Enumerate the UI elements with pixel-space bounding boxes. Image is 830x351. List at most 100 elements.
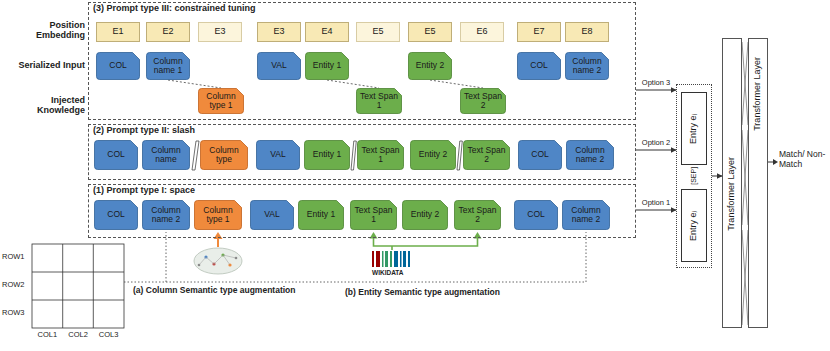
box-outline-path	[299, 201, 344, 230]
diagram-label: (b) Entity Semantic type augmentation	[345, 288, 500, 298]
entity-box: Entity 2	[408, 52, 452, 80]
position-embedding: E7	[517, 22, 561, 42]
dotted-leader	[124, 232, 586, 282]
node-text: Column name	[145, 146, 187, 165]
connector	[430, 80, 483, 88]
slash-separator	[457, 141, 462, 170]
position-embedding: E8	[565, 22, 609, 42]
node-text: COL	[109, 61, 126, 70]
box-outline-path	[515, 201, 558, 230]
node-text: Column name 1	[149, 57, 187, 76]
transformer-layer: Transformer Layer	[748, 38, 768, 328]
node-text: E5	[372, 27, 383, 37]
box-outline-path	[143, 201, 190, 230]
augment-arrow	[217, 238, 219, 247]
entity-box: Text Span 1	[350, 200, 397, 230]
wikidata-bar	[390, 251, 392, 267]
wikidata-bar	[372, 251, 374, 267]
node-text: (2) Prompt type II: slash	[93, 126, 635, 136]
box-outline-path	[95, 141, 138, 170]
diagram-label: COL3	[93, 331, 124, 340]
token-box: Column name 2	[562, 200, 610, 230]
entity-bracket	[374, 238, 478, 250]
entity-box: Entity 1	[305, 52, 349, 80]
node-text: COL	[530, 61, 547, 70]
box-outline-path	[199, 89, 244, 114]
node-text: E6	[476, 27, 487, 37]
token-box: Column name 2	[565, 52, 609, 80]
node-text: Column type 1	[197, 206, 239, 225]
box-outline-path	[95, 201, 138, 230]
connector	[327, 80, 379, 88]
box-outline-path	[357, 89, 402, 114]
wikidata-bar	[408, 251, 410, 267]
node-text: Column name 2	[568, 57, 606, 76]
node-text: COL	[107, 150, 124, 159]
position-embedding: E2	[146, 22, 190, 42]
token-box: VAL	[257, 52, 301, 80]
type-box: Column type	[200, 140, 248, 170]
box-outline-path	[358, 141, 404, 170]
entry-box: Entry eⱼ	[681, 189, 707, 262]
node-text: Entry eᵢ	[689, 114, 699, 144]
knowledge-cloud	[194, 248, 242, 274]
node-text: Column type 1	[201, 92, 241, 111]
connector	[168, 80, 221, 88]
diagram-label: ROW2	[2, 281, 25, 290]
token-box: COL	[94, 200, 138, 230]
node-text: VAL	[271, 61, 286, 70]
node-text: Text Span 1	[353, 206, 394, 225]
entity-box: Entity 1	[298, 200, 344, 230]
node-text: Text Span 1	[359, 92, 399, 111]
table-grid-lines	[32, 244, 124, 328]
token-box: Column name 1	[146, 52, 190, 80]
transformer-layer: Transformer Layer	[722, 38, 742, 328]
table-grid	[32, 244, 124, 328]
box-outline-path	[403, 201, 448, 230]
box-outline-path	[518, 53, 561, 80]
type-box: Column type 1	[198, 88, 244, 114]
entity-box: Text Span 2	[460, 88, 506, 114]
box-outline-path	[306, 53, 349, 80]
box-outline-path	[567, 141, 614, 170]
node-text: (3) Prompt type III: constrained tuning	[93, 4, 635, 14]
wikidata-bar	[382, 251, 384, 267]
box-outline-path	[566, 53, 609, 80]
box-outline-path	[305, 141, 350, 170]
wikidata-bar	[400, 251, 402, 267]
box-outline-path	[195, 201, 242, 230]
node-text: COL	[527, 210, 544, 219]
connector	[712, 176, 722, 177]
box-outline-path	[251, 201, 294, 230]
entity-box: Text Span 2	[454, 200, 501, 230]
edge-label: Option 2	[641, 139, 671, 147]
output-arrowhead	[773, 159, 778, 165]
token-box: Column name 2	[566, 140, 614, 170]
node-text: Column name 2	[565, 206, 607, 225]
diagram-label: Match/ Non-Match	[779, 150, 829, 170]
node-text: Transformer Layer	[753, 57, 763, 131]
entry-box: Entry eᵢ	[681, 92, 707, 165]
entity-box: Text Span 1	[357, 140, 404, 170]
box-outline-path	[258, 53, 301, 80]
diagram-label: WIKIDATA	[372, 269, 404, 276]
entry-pair-box: [SEP]Entry eᵢEntry eⱼ	[676, 84, 712, 268]
node-text: Entity 2	[411, 210, 439, 219]
position-embedding: E4	[305, 22, 349, 42]
prompt-region: (2) Prompt type II: slashCOL Column name C…	[88, 124, 636, 180]
node-text: COL	[531, 150, 548, 159]
node-text: E1	[112, 27, 123, 37]
node-text: Entity 1	[307, 210, 335, 219]
token-box: COL	[517, 52, 561, 80]
slash-separator	[351, 141, 356, 170]
diagram-label: ROW1	[2, 253, 25, 262]
diagram-label: Serialized Input	[3, 60, 85, 70]
wikidata-bar	[394, 251, 398, 267]
box-outline-path	[97, 53, 140, 80]
node-text: Column type	[203, 146, 245, 165]
diagram-label: ROW3	[2, 309, 25, 318]
entity-box: Entity 1	[304, 140, 350, 170]
node-text: E5	[424, 27, 435, 37]
wikidata-bar	[376, 251, 380, 267]
